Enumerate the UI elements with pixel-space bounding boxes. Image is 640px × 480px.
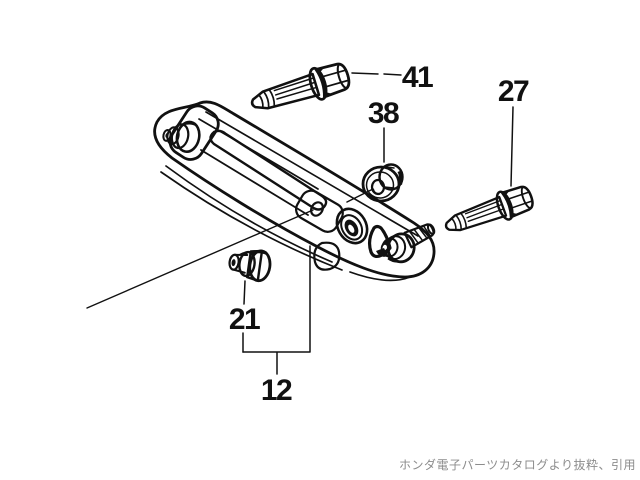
- catalog-source-caption: ホンダ電子パーツカタログより抜粋、引用: [398, 458, 636, 472]
- flange-nut-drawing: [361, 163, 404, 203]
- leader-lines: [86, 72, 514, 375]
- right-bolt-drawing: [444, 185, 534, 232]
- arm-gusset: [313, 241, 341, 271]
- part-label-41: 41: [402, 61, 433, 94]
- arm-tab: [367, 224, 392, 259]
- part-label-12: 12: [261, 374, 292, 407]
- part-label-38: 38: [368, 97, 399, 130]
- arm-small-hole: [309, 201, 325, 217]
- arm-window: [295, 189, 344, 233]
- arm-left-boss: [168, 104, 220, 161]
- arm-left-bushing: [162, 120, 201, 154]
- leader-line-41: [351, 72, 402, 76]
- trailing-arm-drawing: [153, 100, 436, 282]
- part-label-27: 27: [498, 75, 529, 108]
- part-label-21: 21: [229, 303, 260, 336]
- arm-slot: [209, 129, 328, 211]
- leader-line-arm: [86, 209, 314, 309]
- arm-threaded-stud: [403, 223, 436, 249]
- bracket-line-12: [242, 245, 311, 375]
- upper-bolt-drawing: [250, 62, 351, 110]
- arm-silhouette: [153, 100, 436, 279]
- bushing-drawing: [228, 249, 272, 283]
- leader-line-21: [242, 280, 246, 353]
- leader-line-27: [510, 106, 514, 187]
- arm-ring-bushing: [335, 207, 369, 245]
